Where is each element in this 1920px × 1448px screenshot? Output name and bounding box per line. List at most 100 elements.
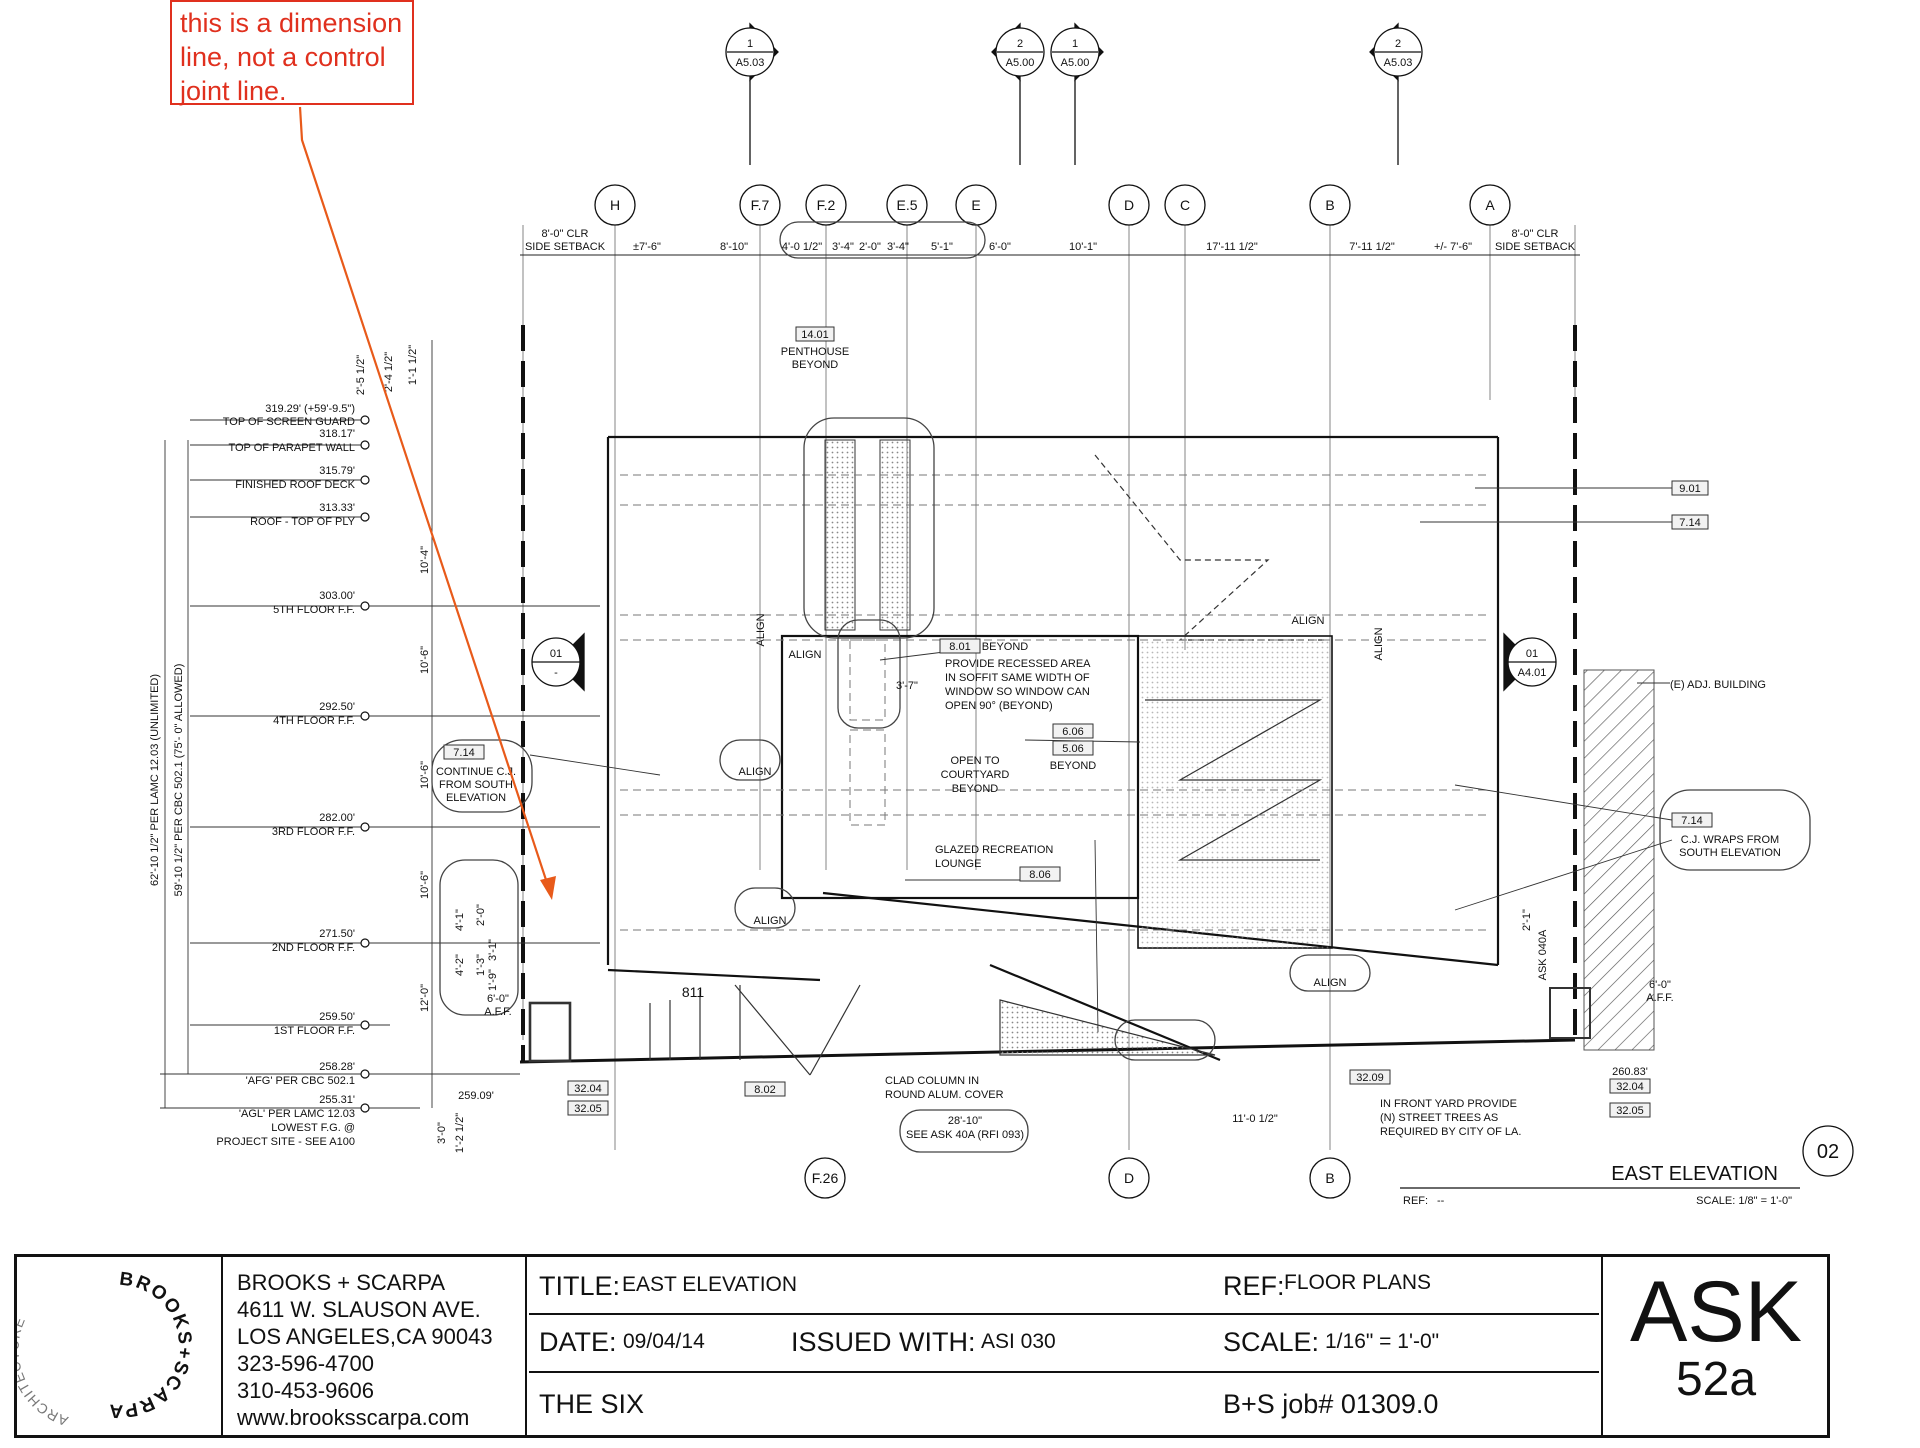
- svg-text:2'-1": 2'-1": [1521, 909, 1533, 931]
- sheet-code: ASK: [1629, 1264, 1803, 1360]
- svg-text:CLAD COLUMN IN: CLAD COLUMN IN: [885, 1075, 979, 1087]
- svg-text:8'-0" CLR: 8'-0" CLR: [542, 228, 589, 240]
- svg-text:C.J. WRAPS FROM: C.J. WRAPS FROM: [1681, 834, 1779, 846]
- svg-text:32.05: 32.05: [574, 1103, 602, 1115]
- svg-text:BEYOND: BEYOND: [792, 359, 839, 371]
- svg-text:B: B: [1325, 1170, 1334, 1186]
- svg-text:303.00': 303.00': [319, 590, 355, 602]
- svg-text:1'-2 1/2": 1'-2 1/2": [454, 1113, 466, 1153]
- svg-text:A5.03: A5.03: [1384, 57, 1413, 69]
- penthouse-columns: [824, 439, 911, 631]
- firm-line: 310-453-9606: [237, 1378, 375, 1403]
- svg-text:GLAZED RECREATION: GLAZED RECREATION: [935, 844, 1053, 856]
- svg-text:EAST ELEVATION: EAST ELEVATION: [1611, 1163, 1778, 1185]
- svg-text:8.01: 8.01: [949, 641, 970, 653]
- leader-lines: [529, 487, 1673, 1033]
- svg-text:BROOKS+SCARPA: BROOKS+SCARPA: [107, 1269, 196, 1422]
- svg-text:SIDE SETBACK: SIDE SETBACK: [525, 241, 606, 253]
- svg-text:8.06: 8.06: [1029, 869, 1050, 881]
- svg-text:(E) ADJ. BUILDING: (E) ADJ. BUILDING: [1670, 679, 1766, 691]
- svg-text:A5.03: A5.03: [736, 57, 765, 69]
- svg-text:1'-1 1/2": 1'-1 1/2": [407, 345, 419, 385]
- svg-text:5'-1": 5'-1": [931, 241, 953, 253]
- svg-text:±7'-6": ±7'-6": [633, 241, 661, 253]
- svg-text:ELEVATION: ELEVATION: [446, 792, 506, 804]
- ref-label: REF:: [1223, 1271, 1285, 1301]
- svg-text:12'-0": 12'-0": [419, 984, 431, 1012]
- svg-text:8'-10": 8'-10": [720, 241, 748, 253]
- svg-text:4'-0 1/2": 4'-0 1/2": [782, 241, 822, 253]
- firm-line: www.brooksscarpa.com: [237, 1405, 470, 1430]
- svg-text:A.F.F.: A.F.F.: [1646, 992, 1674, 1004]
- svg-text:3'-7": 3'-7": [896, 680, 918, 692]
- svg-text:FINISHED ROOF DECK: FINISHED ROOF DECK: [235, 479, 355, 491]
- svg-text:811: 811: [682, 984, 705, 1000]
- firm-line: 323-596-4700: [237, 1351, 375, 1376]
- svg-text:IN SOFFIT SAME WIDTH OF: IN SOFFIT SAME WIDTH OF: [945, 672, 1090, 684]
- svg-text:32.04: 32.04: [1616, 1081, 1644, 1093]
- svg-text:2'-4 1/2": 2'-4 1/2": [383, 352, 395, 392]
- svg-text:28'-10": 28'-10": [948, 1115, 982, 1127]
- svg-text:292.50': 292.50': [319, 701, 355, 713]
- svg-text:7'-11 1/2": 7'-11 1/2": [1349, 241, 1395, 253]
- svg-text:'AFG' PER CBC 502.1: 'AFG' PER CBC 502.1: [246, 1075, 355, 1087]
- svg-text:318.17': 318.17': [319, 428, 355, 440]
- svg-text:IN FRONT YARD PROVIDE: IN FRONT YARD PROVIDE: [1380, 1098, 1517, 1110]
- svg-text:4TH FLOOR F.F.: 4TH FLOOR F.F.: [273, 715, 355, 727]
- firm-line: BROOKS + SCARPA: [237, 1270, 446, 1295]
- svg-text:6'-0": 6'-0": [487, 993, 509, 1005]
- job-number: B+S job# 01309.0: [1223, 1389, 1439, 1419]
- svg-text:E.5: E.5: [896, 197, 917, 213]
- svg-text:ALIGN: ALIGN: [1373, 627, 1385, 660]
- annotation-arrow: [298, 106, 556, 900]
- svg-text:(N) STREET TREES AS: (N) STREET TREES AS: [1380, 1112, 1498, 1124]
- svg-text:SOUTH ELEVATION: SOUTH ELEVATION: [1679, 847, 1781, 859]
- svg-text:F.2: F.2: [817, 197, 836, 213]
- svg-text:ALIGN: ALIGN: [788, 649, 821, 661]
- svg-text:1'-9": 1'-9": [487, 969, 499, 991]
- svg-text:01: 01: [1526, 648, 1538, 660]
- svg-text:271.50': 271.50': [319, 928, 355, 940]
- svg-text:OPEN TO: OPEN TO: [950, 755, 1000, 767]
- svg-text:LOWEST F.G. @: LOWEST F.G. @: [271, 1122, 355, 1134]
- svg-text:3RD FLOOR F.F.: 3RD FLOOR F.F.: [272, 826, 355, 838]
- sheet-number: 52a: [1675, 1353, 1757, 1406]
- bottom-grid-bubbles: [804, 1157, 1351, 1199]
- section-marker-labels: 1 A5.03 2 A5.00 1 A5.00 2 A5.03: [736, 38, 1413, 69]
- svg-text:2'-0": 2'-0": [475, 904, 487, 926]
- sheet-number-box: ASK 52a: [1601, 1257, 1829, 1435]
- svg-text:7.14: 7.14: [1681, 815, 1702, 827]
- svg-text:D: D: [1124, 1170, 1134, 1186]
- svg-text:3'-1": 3'-1": [487, 939, 499, 961]
- svg-text:A5.00: A5.00: [1061, 57, 1090, 69]
- svg-text:2'-0": 2'-0": [859, 241, 881, 253]
- annotation-note: this is a dimension line, not a control …: [170, 0, 414, 106]
- svg-text:SIDE SETBACK: SIDE SETBACK: [1495, 241, 1576, 253]
- svg-text:F.7: F.7: [751, 197, 770, 213]
- svg-text:A5.00: A5.00: [1006, 57, 1035, 69]
- svg-text:319.29' (+59'-9.5"): 319.29' (+59'-9.5"): [265, 403, 355, 415]
- stair-region: [1094, 454, 1330, 950]
- svg-text:6'-0": 6'-0": [1649, 979, 1671, 991]
- svg-text:C: C: [1180, 197, 1190, 213]
- firm-logo: BROOKS+SCARPA ARCHITECTURE: [5, 1257, 223, 1435]
- svg-text:17'-11 1/2": 17'-11 1/2": [1206, 241, 1258, 253]
- svg-text:01: 01: [550, 648, 562, 660]
- ground-floor-facade: [528, 984, 1591, 1076]
- svg-text:10'-6": 10'-6": [419, 646, 431, 674]
- svg-text:259.50': 259.50': [319, 1011, 355, 1023]
- logo-seal-icon: BROOKS+SCARPA ARCHITECTURE: [5, 1269, 196, 1430]
- svg-text:A4.01: A4.01: [1518, 667, 1547, 679]
- svg-text:H: H: [610, 197, 620, 213]
- section-markers: [725, 22, 1423, 165]
- title-block-fields: TITLE: EAST ELEVATION REF: FLOOR PLANS D…: [529, 1257, 1599, 1435]
- view-title: 02 EAST ELEVATION REF: -- SCALE: 1/8" = …: [1400, 1125, 1854, 1207]
- svg-text:LOUNGE: LOUNGE: [935, 858, 981, 870]
- svg-text:02: 02: [1817, 1141, 1839, 1163]
- tag-boxes: [443, 326, 1713, 1118]
- svg-text:258.28': 258.28': [319, 1061, 355, 1073]
- svg-text:A.F.F.: A.F.F.: [484, 1006, 512, 1018]
- svg-text:32.04: 32.04: [574, 1083, 602, 1095]
- title-label: TITLE:: [539, 1271, 621, 1301]
- interior-dashed-lines: [620, 474, 1490, 931]
